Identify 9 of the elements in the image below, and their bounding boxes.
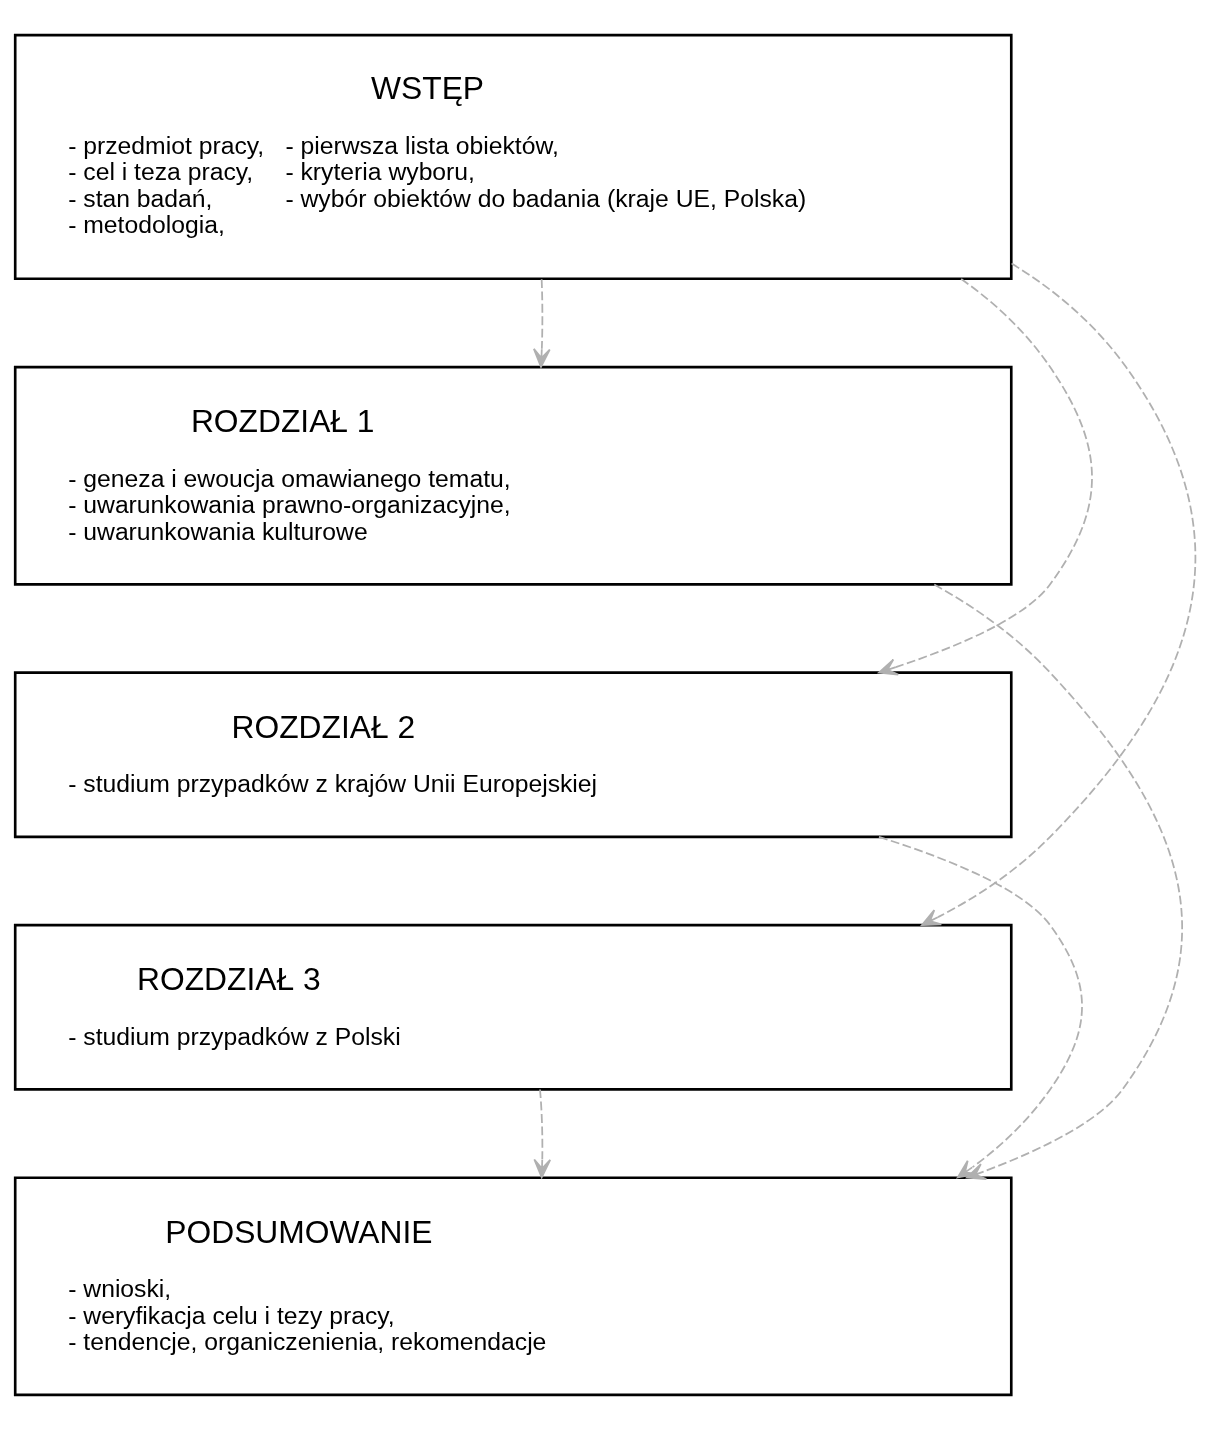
arrow [533, 1088, 552, 1179]
arrow [878, 278, 1093, 676]
arrow [533, 278, 551, 368]
node-box: PODSUMOWANIE - wnioski, - weryfikacja celu i tezy pracy, - tendencje, organiczenienia, rekomendacje [13, 1176, 1013, 1397]
node-box: ROZDZIAŁ 2 - studium przypadków z krajów Unii Europejskiej [13, 671, 1013, 839]
node-box: WSTĘP - przedmiot pracy, - cel i teza pracy, - stan badań, - metodologia, - pierwsza lista obiektów, - kryteria wyboru, - wybór obiektów do badania (kraje UE, Polska) [13, 33, 1013, 281]
node-box: ROZDZIAŁ 1 - geneza i ewoucja omawianego tematu, - uwarunkowania prawno-organizacyjne, - uwarunkowania kulturowe [13, 365, 1013, 586]
arrow [921, 262, 1196, 926]
node-box: ROZDZIAŁ 3 - studium przypadków z Polski [13, 923, 1013, 1091]
